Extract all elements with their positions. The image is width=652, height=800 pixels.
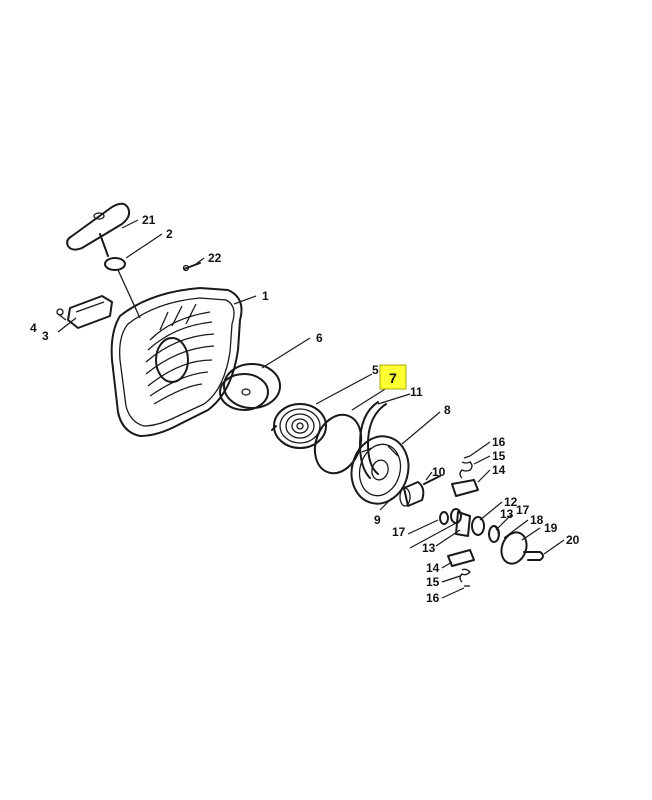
callout-labels: 21 2 22 1 4 3 6 5 7 11 8 16 15 10 14 9 1… [30, 213, 580, 605]
part-7-spring-strip [359, 401, 387, 479]
label-14-lower: 14 [426, 561, 440, 575]
label-3: 3 [42, 329, 49, 343]
fan-blades [145, 303, 215, 405]
part-10-pin [423, 475, 441, 485]
label-4: 4 [30, 321, 37, 335]
label-22: 22 [208, 251, 222, 265]
label-13-lower: 13 [422, 541, 436, 555]
label-20: 20 [566, 533, 580, 547]
part-21-starter-grip [66, 202, 131, 257]
part-8-flywheel [350, 435, 410, 505]
label-6: 6 [316, 331, 323, 345]
label-8: 8 [444, 403, 451, 417]
highlight-box [379, 364, 407, 390]
label-21: 21 [142, 213, 156, 227]
part-1-fan-housing [110, 287, 243, 437]
label-15-upper: 15 [492, 449, 506, 463]
part-22-pin [182, 262, 201, 272]
label-12: 12 [504, 495, 518, 509]
label-15-lower: 15 [426, 575, 440, 589]
label-17-upper: 17 [516, 503, 530, 517]
label-14-upper: 14 [492, 463, 506, 477]
label-1: 1 [262, 289, 269, 303]
part-3-4-clip [56, 295, 113, 329]
leader-lines [57, 219, 565, 599]
label-5: 5 [372, 363, 379, 377]
label-2: 2 [166, 227, 173, 241]
label-7: 7 [389, 370, 397, 386]
part-9-sleeve [399, 481, 425, 507]
label-17-lower: 17 [392, 525, 406, 539]
label-16-upper: 16 [492, 435, 506, 449]
upper-pawl-group [451, 455, 479, 497]
label-9: 9 [374, 513, 381, 527]
part-2-rope-guide [104, 257, 141, 319]
label-13-upper: 13 [500, 507, 514, 521]
part-6-rope-rotor [219, 363, 281, 411]
part-5-rewind-spring [271, 403, 327, 449]
label-19: 19 [544, 521, 558, 535]
label-10: 10 [432, 465, 446, 479]
label-18: 18 [530, 513, 544, 527]
label-11: 11 [410, 385, 423, 399]
label-16-lower: 16 [426, 591, 440, 605]
